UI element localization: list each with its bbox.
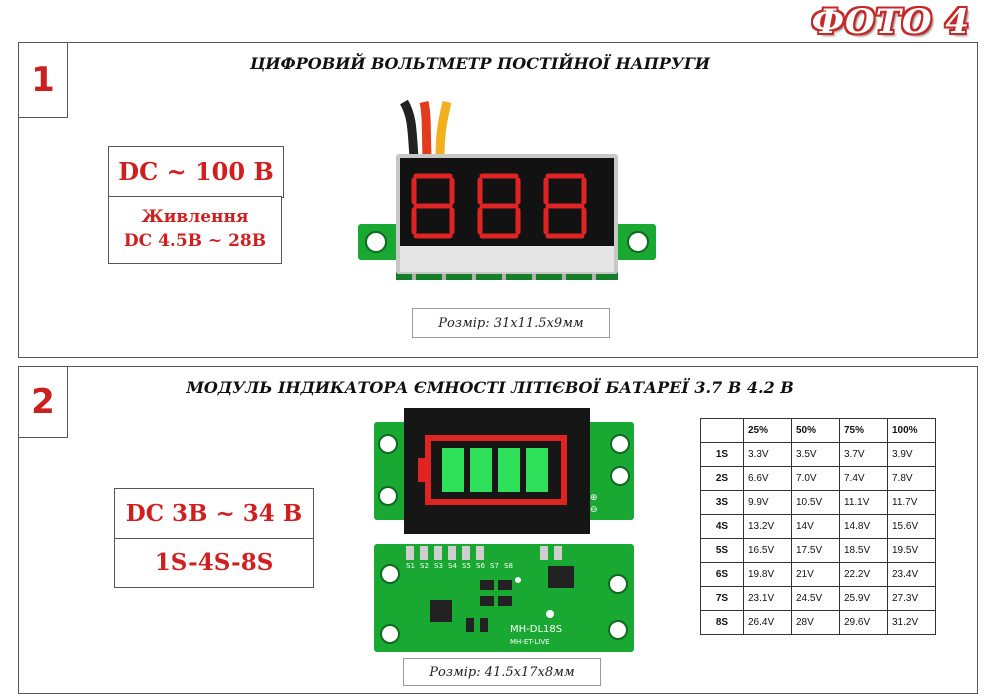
cells-box: 1S-4S-8S <box>114 538 314 588</box>
battery-outline <box>418 435 567 505</box>
power-label: Живлення <box>141 207 249 227</box>
page-label: ФОТО 4 <box>811 2 970 42</box>
voltage-cell: 24.5V <box>791 586 840 611</box>
pad-label: S6 <box>476 562 485 570</box>
pad-label: S1 <box>406 562 415 570</box>
row-label-cell: 4S <box>700 514 744 539</box>
voltage-cell: 27.3V <box>887 586 936 611</box>
table-header-cell: 50% <box>791 418 840 443</box>
table-header-cell: 100% <box>887 418 936 443</box>
voltage-cell: 19.8V <box>743 562 792 587</box>
battery-indicator-photo-back: S1 S2 S3 S4 S5 S6 S7 S8 MH-DL18S MH-ET-L… <box>374 544 634 652</box>
voltage-cell: 17.5V <box>791 538 840 563</box>
voltage-cell: 22.2V <box>839 562 888 587</box>
row-label-cell: 8S <box>700 610 744 635</box>
voltage-cell: 19.5V <box>887 538 936 563</box>
voltage-cell: 6.6V <box>743 466 792 491</box>
voltage-cell: 21V <box>791 562 840 587</box>
voltage-cell: 28V <box>791 610 840 635</box>
voltage-cell: 7.8V <box>887 466 936 491</box>
voltage-cell: 13.2V <box>743 514 792 539</box>
voltage-range-box-2: DC 3В ~ 34 В <box>114 488 314 540</box>
voltage-cell: 9.9V <box>743 490 792 515</box>
seven-seg-digit-2 <box>477 173 521 239</box>
voltage-cell: 3.5V <box>791 442 840 467</box>
voltage-cell: 15.6V <box>887 514 936 539</box>
battery-level-bars <box>442 448 548 492</box>
voltage-range-box: DC ~ 100 В <box>108 146 284 198</box>
svg-text:⊕: ⊕ <box>590 493 598 503</box>
voltage-cell: 14V <box>791 514 840 539</box>
cells-config: 1S-4S-8S <box>154 549 274 576</box>
pad-label: S5 <box>462 562 471 570</box>
voltage-cell: 3.7V <box>839 442 888 467</box>
voltage-range: DC ~ 100 В <box>118 157 274 186</box>
voltage-cell: 11.7V <box>887 490 936 515</box>
size-caption-2: Розмір: 41.5х17х8мм <box>403 658 601 686</box>
voltage-cell: 29.6V <box>839 610 888 635</box>
section-title-2: МОДУЛЬ ІНДИКАТОРА ЄМНОСТІ ЛІТІЄВОЇ БАТАР… <box>186 378 794 397</box>
voltage-cell: 23.4V <box>887 562 936 587</box>
voltage-cell: 10.5V <box>791 490 840 515</box>
row-label-cell: 7S <box>700 586 744 611</box>
row-label-cell: 2S <box>700 466 744 491</box>
voltage-cell: 18.5V <box>839 538 888 563</box>
size-caption-2-text: Розмір: 41.5х17х8мм <box>429 664 575 680</box>
svg-text:⊖: ⊖ <box>590 505 598 515</box>
voltage-cell: 3.3V <box>743 442 792 467</box>
power-supply-box: Живлення DC 4.5В ~ 28В <box>108 196 282 264</box>
voltage-cell: 7.0V <box>791 466 840 491</box>
voltage-range-2: DC 3В ~ 34 В <box>125 500 303 527</box>
power-range: DC 4.5В ~ 28В <box>123 231 267 251</box>
pad-label: S2 <box>420 562 429 570</box>
row-label-cell: 5S <box>700 538 744 563</box>
table-header-cell: 75% <box>839 418 888 443</box>
pad-label: S4 <box>448 562 457 570</box>
voltage-cell: 11.1V <box>839 490 888 515</box>
pad-label: S7 <box>490 562 499 570</box>
voltage-cell: 14.8V <box>839 514 888 539</box>
section-number-1: 1 <box>18 42 68 118</box>
board-maker: MH-ET-LIVE <box>510 638 550 646</box>
voltage-cell: 23.1V <box>743 586 792 611</box>
section-number-2: 2 <box>18 366 68 438</box>
seven-seg-digit-3 <box>543 173 587 239</box>
voltage-cell: 16.5V <box>743 538 792 563</box>
voltage-cell: 26.4V <box>743 610 792 635</box>
seven-seg-digit-1 <box>411 173 455 239</box>
pad-label: S8 <box>504 562 513 570</box>
size-caption-1-text: Розмір: 31х11.5х9мм <box>438 315 584 331</box>
size-caption-1: Розмір: 31х11.5х9мм <box>412 308 610 338</box>
table-header-row: 25% 50% 75% 100% <box>700 418 936 443</box>
section-title-1: ЦИФРОВИЙ ВОЛЬТМЕТР ПОСТІЙНОЇ НАПРУГИ <box>249 54 711 73</box>
row-label-cell: 1S <box>700 442 744 467</box>
row-label-cell: 3S <box>700 490 744 515</box>
row-label-cell: 6S <box>700 562 744 587</box>
board-model: MH-DL18S <box>510 624 562 635</box>
table-header-cell <box>700 418 744 443</box>
voltmeter-photo <box>358 99 656 280</box>
battery-indicator-photo-front: ⊕ ⊖ <box>374 408 634 534</box>
voltage-cell: 31.2V <box>887 610 936 635</box>
pad-label: S3 <box>434 562 443 570</box>
voltage-cell: 7.4V <box>839 466 888 491</box>
table-header-cell: 25% <box>743 418 792 443</box>
voltage-cell: 25.9V <box>839 586 888 611</box>
voltage-cell: 3.9V <box>887 442 936 467</box>
